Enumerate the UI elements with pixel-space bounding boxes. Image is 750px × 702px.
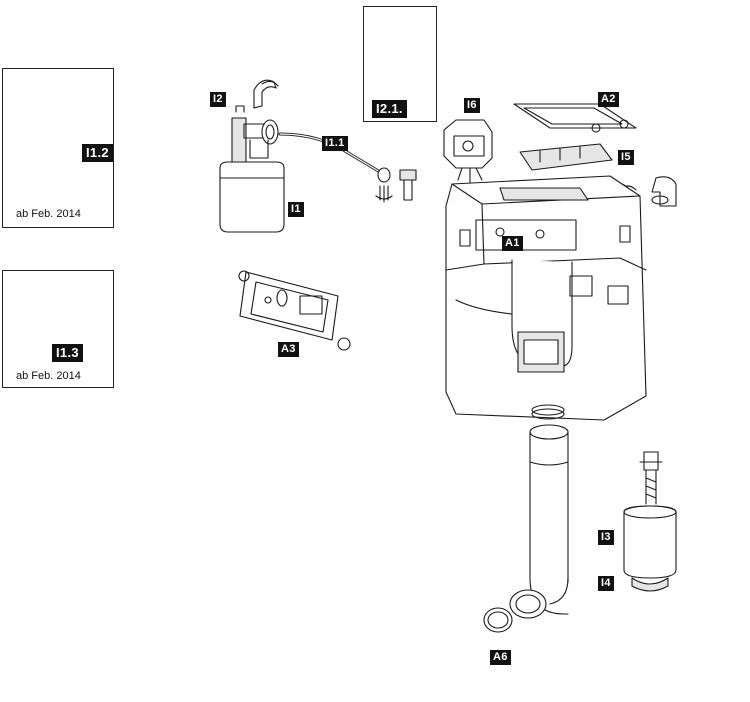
part-label-i3: I3 [598, 530, 614, 545]
cistern-body-drawing [445, 175, 647, 421]
inset-note-bottom: ab Feb. 2014 [16, 370, 81, 382]
part-label-a6: A6 [490, 650, 511, 665]
part-label-a1: A1 [502, 236, 523, 251]
part-label-i1-3: I1.3 [52, 344, 83, 362]
part-label-i1-1: I1.1 [322, 136, 348, 151]
part-label-i2: I2 [210, 92, 226, 107]
flush-pipe-drawing [483, 404, 569, 633]
mounting-plate-drawing [238, 270, 351, 351]
part-label-i1: I1 [288, 202, 304, 217]
part-label-a2: A2 [598, 92, 619, 107]
part-label-a3: A3 [278, 342, 299, 357]
inset-frame-i1-3 [2, 270, 114, 388]
part-label-i6: I6 [464, 98, 480, 113]
flush-float-drawing [623, 451, 677, 592]
inset-note-top: ab Feb. 2014 [16, 208, 81, 220]
upper-mechanism-drawing [443, 103, 677, 207]
part-label-i5: I5 [618, 150, 634, 165]
inlet-valve-assembly-drawing [219, 79, 417, 233]
part-label-i1-2: I1.2 [82, 144, 113, 162]
part-label-i2-1: I2.1. [372, 100, 407, 118]
part-label-i4: I4 [598, 576, 614, 591]
